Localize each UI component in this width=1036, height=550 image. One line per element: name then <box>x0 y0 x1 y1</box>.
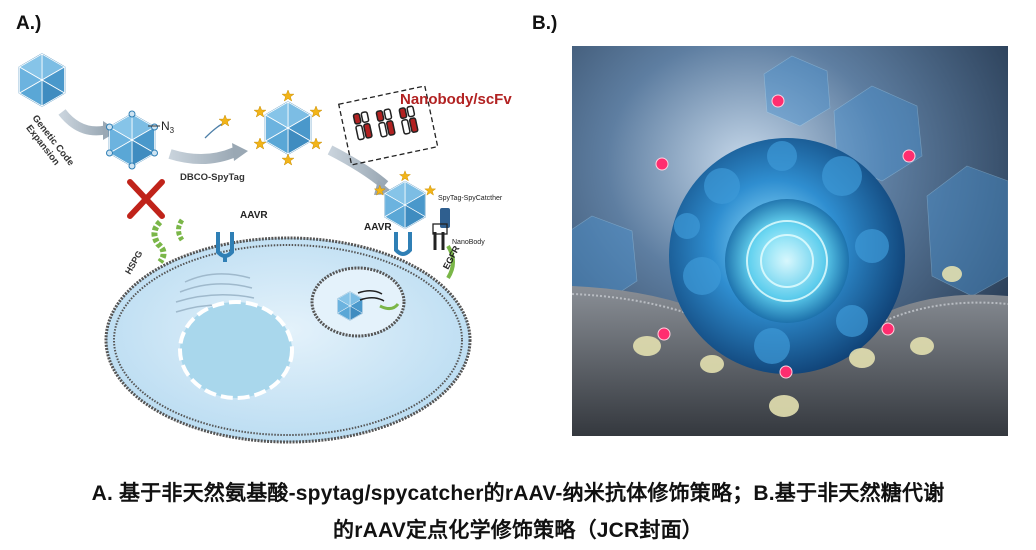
arrow-2 <box>168 147 237 165</box>
hspg-receptor <box>151 218 185 264</box>
n3-label: N3 <box>161 119 175 135</box>
arrow-3 <box>327 145 389 189</box>
spytag-nanobody-complex <box>432 208 455 280</box>
cell-membrane-inner <box>113 244 463 436</box>
caption-line-2: 的rAAV定点化学修饰策略（JCR封面） <box>333 519 703 542</box>
nucleus <box>178 300 294 400</box>
aavr-receptor-2 <box>394 232 412 256</box>
dbco-linker <box>204 123 223 139</box>
cover-art-image <box>572 46 1008 436</box>
panel-a-label: A.) <box>16 13 42 34</box>
aavr-label-2: AAVR <box>364 222 392 233</box>
panel-a-schematic: Genetic Code Expansion N3 DBCO-SpyTag <box>0 0 540 450</box>
spytag-label: SpyTag-SpyCatcther <box>438 195 503 202</box>
capsid-core <box>725 199 849 323</box>
nanobody-box <box>337 85 439 166</box>
hspg-label: HSPG <box>123 249 144 276</box>
aav-spytag-capsid-icon <box>253 89 323 166</box>
panel-b-label: B.) <box>532 13 558 34</box>
arrow-1 <box>58 109 106 136</box>
dbco-label: DBCO-SpyTag <box>180 172 245 183</box>
aav-n3-capsid-icon <box>106 110 158 170</box>
arrow-2-head <box>232 143 248 161</box>
aavr-label: AAVR <box>240 210 268 221</box>
blocked-x-icon <box>127 179 165 219</box>
caption-line-1: A. 基于非天然氨基酸-spytag/spycatcher的rAAV-纳米抗体修… <box>91 482 945 505</box>
endosome-nanobody <box>357 290 385 302</box>
panel-a-svg: Genetic Code Expansion N3 DBCO-SpyTag <box>18 53 512 444</box>
endosome-egfr <box>379 303 400 311</box>
nanobody-label: NanoBody <box>452 239 485 246</box>
panel-b-cover-art <box>572 46 1008 436</box>
nanobody-title: Nanobody/scFv <box>400 91 512 108</box>
aavr-receptor <box>216 232 234 262</box>
aav-capsid-icon <box>18 53 66 107</box>
